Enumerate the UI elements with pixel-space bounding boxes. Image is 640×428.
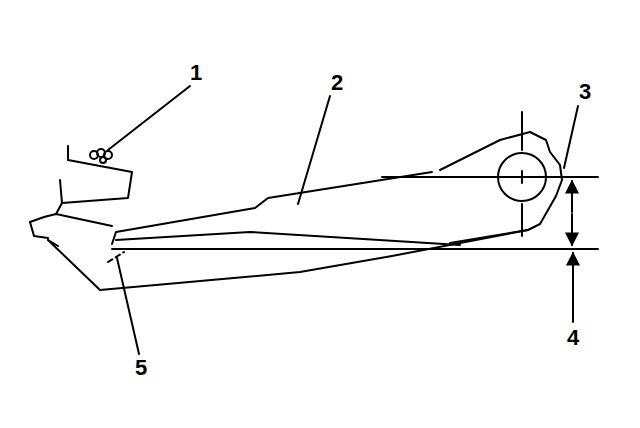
- leader-lines: [108, 86, 578, 354]
- callout-number: 2: [331, 72, 343, 94]
- ball-joint: [30, 214, 124, 290]
- callout-number: 3: [579, 81, 591, 103]
- dimension-lines: [112, 177, 598, 322]
- control-arm: [100, 112, 562, 290]
- bracket: [56, 146, 132, 214]
- callout-number: 1: [190, 62, 202, 84]
- callout-number: 4: [567, 327, 579, 349]
- callout-number: 5: [135, 357, 147, 379]
